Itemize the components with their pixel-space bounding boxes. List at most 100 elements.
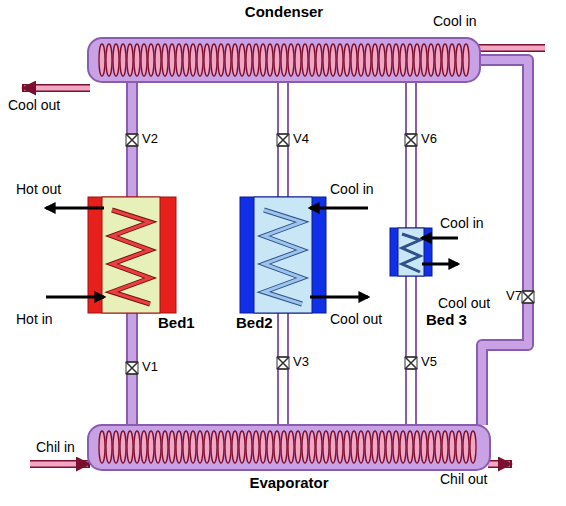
flow-label: Hot out [16, 182, 61, 197]
valve-body [405, 134, 417, 146]
node-title: Bed1 [158, 315, 195, 332]
coil-winding [155, 44, 161, 76]
coil-winding [400, 44, 406, 76]
coil-winding [253, 44, 259, 76]
condenser: Condenser [88, 38, 480, 82]
coil-winding [218, 431, 224, 463]
cool-out-arrow [310, 296, 368, 299]
coil-winding [120, 431, 126, 463]
coil-winding [162, 431, 168, 463]
condenser-shell [88, 38, 480, 82]
coil-winding [176, 44, 182, 76]
coil-winding [302, 431, 308, 463]
coil-winding [330, 431, 336, 463]
coil-winding [190, 431, 196, 463]
evaporator: Evaporator [88, 425, 490, 470]
pipe-wall [480, 60, 528, 425]
coil-winding [316, 431, 322, 463]
valve-symbol [126, 362, 138, 374]
flow-label: Cool in [433, 14, 477, 29]
coil-winding [421, 431, 427, 463]
coil-winding [267, 431, 273, 463]
coil-winding [225, 44, 231, 76]
flow-label: Cool out [8, 98, 60, 113]
coil-winding [407, 44, 413, 76]
coil-winding [330, 44, 336, 76]
bed-3: Bed 3 [390, 228, 432, 276]
coil-winding [309, 431, 315, 463]
coil-winding [337, 431, 343, 463]
coil-winding [127, 431, 133, 463]
node-title: Bed2 [236, 315, 273, 332]
valve-label: V6 [421, 132, 437, 146]
coil-winding [141, 44, 147, 76]
coil-winding [456, 431, 462, 463]
coil-winding [344, 44, 350, 76]
cool-out-tube [24, 86, 90, 91]
coil-winding [428, 431, 434, 463]
refrigerant-pipe [411, 82, 412, 228]
valve-symbol [126, 134, 138, 146]
coil-winding [302, 44, 308, 76]
coil-winding [435, 431, 441, 463]
coil-winding [337, 44, 343, 76]
coil-winding [246, 44, 252, 76]
coil-winding [358, 44, 364, 76]
coil-winding [414, 431, 420, 463]
bed3-coil [402, 234, 420, 272]
coil-winding [99, 431, 105, 463]
flow-label: Hot in [16, 312, 53, 327]
bed2-adsorbent [254, 197, 312, 313]
coil-winding [323, 44, 329, 76]
pipe-wall [126, 82, 138, 197]
node-title: Evaporator [249, 475, 328, 492]
coil-winding [309, 44, 315, 76]
coil-winding [470, 431, 476, 463]
coil-winding [365, 431, 371, 463]
coil-winding [120, 44, 126, 76]
valve-label: V7 [506, 289, 522, 303]
pipe-wall [277, 313, 289, 425]
valve-label: V4 [293, 132, 309, 146]
cool-in-tube [478, 44, 545, 52]
coil-winding [169, 431, 175, 463]
valve-label: V1 [142, 360, 158, 374]
valve-body [405, 357, 417, 369]
coil-winding [323, 431, 329, 463]
coil-winding [365, 44, 371, 76]
valve-cross [522, 291, 534, 303]
coil-winding [148, 44, 154, 76]
hot-in-arrow [46, 296, 104, 299]
bed3-adsorbent [398, 228, 424, 276]
coil-winding [414, 44, 420, 76]
pipe-bore [407, 276, 415, 425]
valve-body [522, 291, 534, 303]
chil-out-tube [488, 462, 510, 467]
coil-winding [204, 44, 210, 76]
coil-winding [183, 431, 189, 463]
coil-winding [372, 44, 378, 76]
valve-label: V3 [293, 355, 309, 369]
coil-winding [421, 44, 427, 76]
coil-winding [400, 431, 406, 463]
flow-label: Cool out [438, 296, 490, 311]
coil-winding [393, 431, 399, 463]
coil-winding [442, 44, 448, 76]
coil-winding [162, 44, 168, 76]
cool-in-tube [478, 46, 545, 51]
valve-cross [405, 357, 417, 369]
coil-winding [274, 431, 280, 463]
coil-winding [316, 44, 322, 76]
coil-winding [281, 44, 287, 76]
flow-label: Cool in [330, 182, 374, 197]
coil-winding [351, 431, 357, 463]
coil-winding [435, 44, 441, 76]
valve-cross [126, 362, 138, 374]
chil-in-tube [30, 460, 90, 468]
valve-cross [277, 357, 289, 369]
pipe-wall [277, 82, 289, 197]
valve-symbol [405, 134, 417, 146]
valve-symbol [277, 134, 289, 146]
pipe-wall [126, 313, 138, 425]
coil-winding [456, 44, 462, 76]
